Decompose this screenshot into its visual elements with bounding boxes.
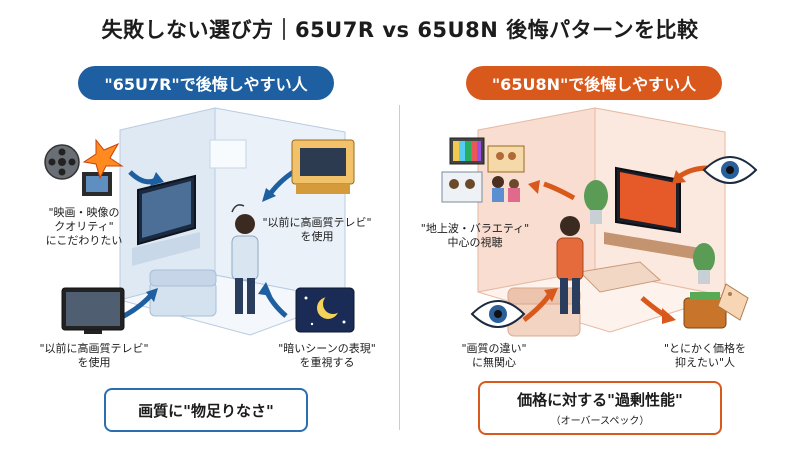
tv-icon-top-right <box>291 139 355 194</box>
label-movie-quality: "映画・映像の クオリティ" にこだわりたい <box>34 206 134 248</box>
label-previous-tv-bottom: "以前に高画質テレビ" を使用 <box>34 342 154 370</box>
sofa-icon <box>149 269 217 317</box>
left-result-text: 画質に"物足りなさ" <box>138 401 274 420</box>
label-line: を使用 <box>77 356 111 369</box>
wallet-price-tag-icon <box>683 283 749 329</box>
label-line: クオリティ" <box>54 220 114 233</box>
right-room-tv-icon <box>604 166 700 260</box>
label-line: に無関心 <box>472 356 516 369</box>
label-line: "映画・映像の <box>48 206 120 219</box>
moon-night-icon <box>295 287 355 333</box>
label-line: "暗いシーンの表現" <box>278 342 376 355</box>
family-icon <box>441 171 520 203</box>
label-line: 抑えたい"人 <box>674 356 736 369</box>
right-result-box: 価格に対する"過剰性能" （オーバースペック） <box>478 381 722 435</box>
eye-icon-bottom <box>470 300 526 328</box>
left-header-pill: "65U7R"で後悔しやすい人 <box>78 66 334 100</box>
label-line: を重視する <box>299 356 355 369</box>
label-line: "とにかく価格を <box>663 342 747 355</box>
center-divider <box>399 105 400 430</box>
label-line: を使用 <box>300 230 334 243</box>
label-price: "とにかく価格を 抑えたい"人 <box>650 342 760 370</box>
left-result-box: 画質に"物足りなさ" <box>104 388 308 432</box>
label-line: "以前に高画質テレビ" <box>39 342 149 355</box>
label-line: "以前に高画質テレビ" <box>262 216 372 229</box>
confused-person-icon <box>231 204 259 314</box>
right-result-text: 価格に対する"過剰性能" <box>517 391 683 409</box>
label-dark-scene: "暗いシーンの表現" を重視する <box>272 342 382 370</box>
tv-icon <box>137 174 196 246</box>
plant-icon <box>584 180 608 224</box>
label-line: 中心の視聴 <box>447 236 503 249</box>
label-line: "画質の違い" <box>461 342 527 355</box>
label-line: にこだわりたい <box>45 234 123 247</box>
right-header-pill: "65U8N"で後悔しやすい人 <box>466 66 722 100</box>
eye-icon <box>702 156 758 184</box>
tv-icon-bottom-left <box>61 287 125 334</box>
page-title: 失敗しない選び方｜65U7R vs 65U8N 後悔パターンを比較 <box>101 18 699 42</box>
label-indifferent: "画質の違い" に無関心 <box>444 342 544 370</box>
tv-variety-icon <box>449 137 525 173</box>
right-confused-person-icon <box>556 216 584 314</box>
label-broadcast: "地上波・バラエティ" 中心の視聴 <box>420 222 530 250</box>
label-previous-tv-top: "以前に高画質テレビ" を使用 <box>262 216 372 244</box>
plant-icon-2 <box>693 243 715 284</box>
label-line: "地上波・バラエティ" <box>420 222 530 235</box>
right-result-subtext: （オーバースペック） <box>550 416 650 427</box>
film-reel-icon <box>44 138 124 196</box>
